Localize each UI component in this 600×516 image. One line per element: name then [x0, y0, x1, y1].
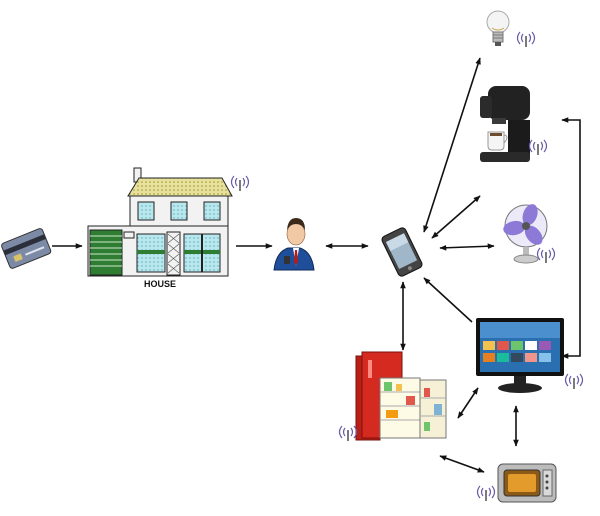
antenna-icon	[338, 425, 358, 441]
smart-tv-icon	[476, 318, 564, 393]
arrow-tv-to-phone	[423, 277, 473, 323]
person-icon	[273, 218, 315, 271]
electric-fan-icon	[503, 204, 548, 264]
connection-arrows	[52, 57, 581, 473]
arrow-phone-bulb	[423, 57, 481, 233]
smartphone-icon	[381, 227, 423, 277]
arrow-phone-fan	[439, 243, 495, 251]
light-bulb-icon	[486, 10, 510, 46]
antenna-icon	[528, 139, 548, 155]
credit-card-icon	[1, 228, 52, 269]
coffee-maker-icon	[480, 86, 530, 162]
antenna-icon	[564, 373, 584, 389]
arrow-tv-fridge	[457, 387, 479, 419]
antenna-icon	[536, 247, 556, 263]
house-icon	[87, 167, 233, 277]
antenna-icon	[230, 175, 250, 191]
arrow-coffee-tv	[561, 117, 581, 359]
arrow-phone-coffee	[431, 195, 481, 239]
antenna-icon	[476, 485, 496, 501]
refrigerator-icon	[355, 351, 447, 441]
antenna-icon	[516, 31, 536, 47]
antenna-icons	[230, 31, 584, 501]
microwave-icon	[497, 463, 557, 503]
house-label: HOUSE	[144, 279, 176, 289]
arrow-fridge-microwave	[439, 455, 485, 473]
